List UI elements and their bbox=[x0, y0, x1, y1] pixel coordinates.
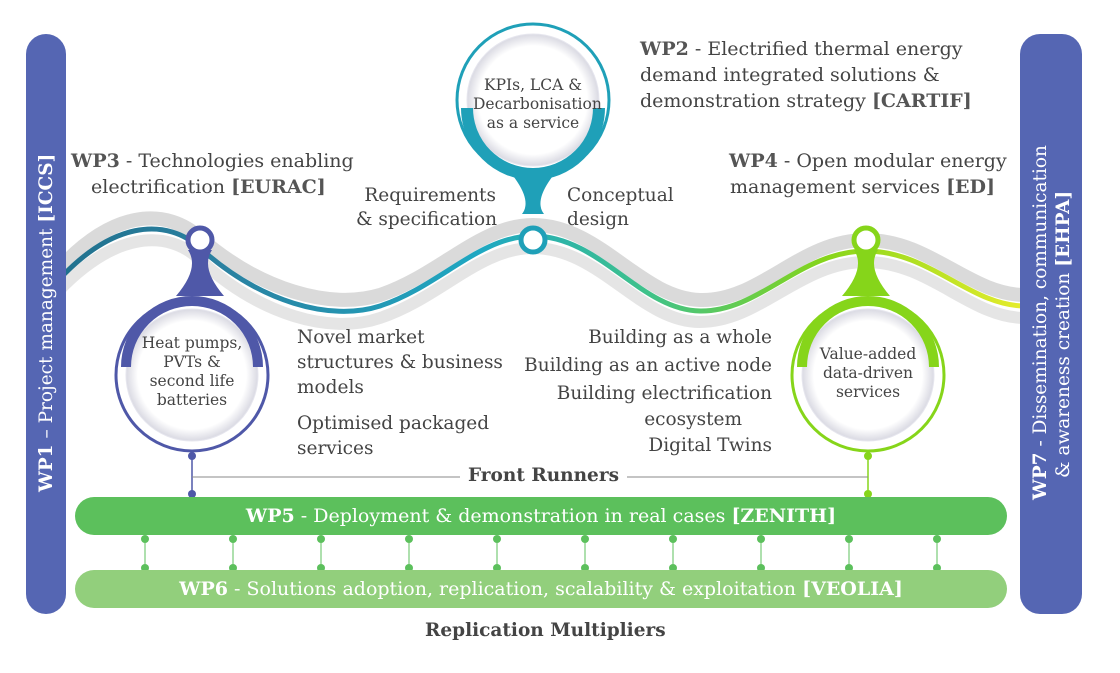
wp7-lead: [EHPA] bbox=[1053, 190, 1074, 267]
wp1-label: WP1 – Project management [ICCS] bbox=[36, 154, 57, 492]
right-services-line1: Building as a whole bbox=[588, 327, 772, 348]
right-services-line3: Building electrification bbox=[556, 383, 772, 404]
left-services-line5: services bbox=[297, 438, 374, 459]
wp1-code: WP1 bbox=[36, 444, 57, 492]
wp5-lead: [ZENITH] bbox=[731, 505, 837, 527]
replication-multipliers-text: Replication Multipliers bbox=[425, 620, 666, 641]
wp6-lead: [VEOLIA] bbox=[802, 578, 903, 600]
wp4-heading: WP4 - Open modular energy management ser… bbox=[729, 148, 1007, 200]
wp2-line3: demonstration strategy bbox=[640, 90, 872, 112]
left-services-line2: structures & business bbox=[297, 352, 503, 373]
right-services-line5: Digital Twins bbox=[648, 435, 772, 456]
conceptual-label: Conceptual design bbox=[567, 184, 674, 232]
right-circle-line3: services bbox=[835, 383, 901, 401]
left-circle-line3: second life bbox=[149, 372, 235, 390]
wp4-lead: [ED] bbox=[946, 176, 996, 198]
wp2-code: WP2 bbox=[640, 38, 689, 60]
wp6-title: - Solutions adoption, replication, scala… bbox=[228, 578, 803, 600]
wp2-lead: [CARTIF] bbox=[871, 90, 972, 112]
front-runners-text: Front Runners bbox=[468, 465, 619, 486]
wp2-line1: - Electrified thermal energy bbox=[688, 38, 963, 60]
left-services-line4: Optimised packaged bbox=[297, 413, 490, 434]
requirements-label: Requirements & specification bbox=[356, 184, 498, 232]
band-connectors bbox=[141, 535, 941, 572]
front-runners-label: Front Runners bbox=[460, 465, 627, 486]
conceptual-line2: design bbox=[567, 209, 629, 230]
left-services-line1: Novel market bbox=[297, 327, 425, 348]
left-circle-line4: batteries bbox=[156, 391, 228, 409]
left-circle bbox=[114, 225, 270, 498]
wp7-bar bbox=[1020, 34, 1082, 614]
left-circle-text: Heat pumps, PVTs & second life batteries bbox=[132, 334, 252, 410]
requirements-line2: & specification bbox=[356, 209, 498, 230]
right-circle-line1: Value-added bbox=[819, 345, 917, 363]
requirements-line1: Requirements bbox=[364, 185, 496, 206]
wp2-line2: demand integrated solutions & bbox=[640, 64, 940, 86]
left-services: Novel market structures & business model… bbox=[297, 325, 503, 461]
wp4-line2: management services bbox=[730, 176, 947, 198]
wp5-code: WP5 bbox=[245, 505, 295, 527]
right-services-line4: ecosystem bbox=[644, 409, 742, 430]
conceptual-line1: Conceptual bbox=[567, 185, 674, 206]
wp3-heading: WP3 - Technologies enabling electrificat… bbox=[71, 148, 354, 200]
right-circle-line2: data-driven bbox=[822, 364, 914, 382]
wp7-code: WP7 bbox=[1030, 452, 1051, 500]
top-circle-text: KPIs, LCA & Decarbonisation as a service bbox=[473, 76, 602, 133]
wp7-label-line1: WP7 - Dissemination, communication bbox=[1030, 145, 1051, 500]
wp2-heading: WP2 - Electrified thermal energy demand … bbox=[640, 36, 972, 114]
right-circle bbox=[790, 225, 946, 498]
wp7-label-line2: & awareness creation [EHPA] bbox=[1053, 191, 1074, 478]
wp1-title: – Project management bbox=[36, 222, 57, 445]
left-circle-line1: Heat pumps, bbox=[141, 334, 243, 352]
wp4-code: WP4 bbox=[729, 150, 778, 172]
wp1-lead: [ICCS] bbox=[36, 153, 57, 223]
right-services-line2: Building as an active node bbox=[524, 355, 772, 376]
wp1-bar bbox=[26, 34, 66, 614]
right-circle-text: Value-added data-driven services bbox=[808, 345, 928, 402]
wp3-line2: electrification bbox=[91, 176, 232, 198]
top-circle-line2: Decarbonisation bbox=[473, 95, 602, 113]
wp3-lead: [EURAC] bbox=[231, 176, 326, 198]
wp3-code: WP3 bbox=[71, 150, 120, 172]
wp6-band: WP6 - Solutions adoption, replication, s… bbox=[75, 570, 1007, 608]
wp7-title-1: - Dissemination, communication bbox=[1030, 145, 1051, 453]
wp4-line1: - Open modular energy bbox=[777, 150, 1007, 172]
wp5-title: - Deployment & demonstration in real cas… bbox=[294, 505, 732, 527]
wp3-line1: - Technologies enabling bbox=[119, 150, 354, 172]
top-circle-line3: as a service bbox=[486, 114, 580, 132]
top-circle-line1: KPIs, LCA & bbox=[483, 76, 582, 94]
left-services-line3: models bbox=[297, 377, 364, 398]
right-services: Building as a whole Building as an activ… bbox=[520, 324, 772, 460]
replication-multipliers-label: Replication Multipliers bbox=[425, 620, 666, 641]
left-circle-line2: PVTs & bbox=[163, 353, 221, 371]
wp7-title-2: & awareness creation bbox=[1053, 266, 1074, 478]
wp6-code: WP6 bbox=[179, 578, 229, 600]
top-circle bbox=[455, 22, 611, 255]
wp5-band: WP5 - Deployment & demonstration in real… bbox=[75, 497, 1007, 535]
